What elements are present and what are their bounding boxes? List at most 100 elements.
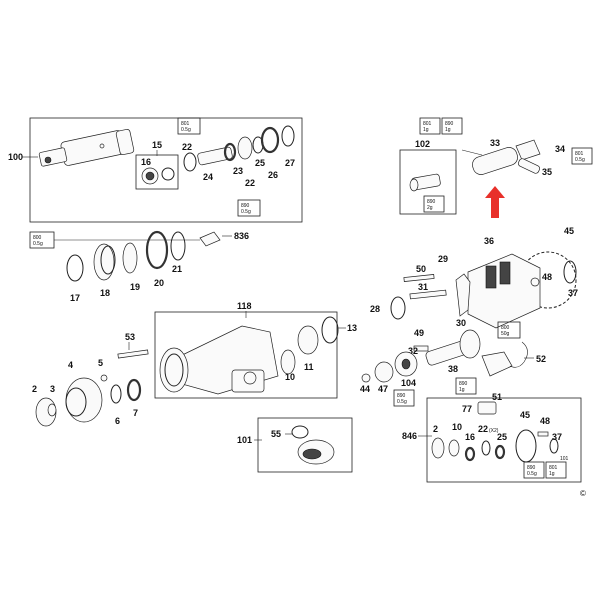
label-13: 13 <box>347 323 357 333</box>
label-33: 33 <box>490 138 500 148</box>
svg-text:2g: 2g <box>427 205 433 211</box>
label-45a: 45 <box>564 226 574 236</box>
clip-836 <box>199 231 221 247</box>
gear-51-drive <box>459 329 481 359</box>
bracket-51 <box>481 351 513 377</box>
grease-tag-890-lower: 890 0.5g <box>393 389 415 407</box>
gear-train-group: 49 32 44 47 104 38 51 52 890 1g 890 0.5g <box>360 328 546 407</box>
washer-44 <box>361 373 371 383</box>
label-11: 11 <box>304 362 314 372</box>
label-2a: 2 <box>32 384 37 394</box>
label-29: 29 <box>438 254 448 264</box>
kit-846-box <box>426 397 582 483</box>
svg-text:801: 801 <box>423 121 432 127</box>
assembly-102-group: 102 890 2g 801 1g 890 1g 33 34 35 801 0.… <box>399 117 593 215</box>
svg-text:890: 890 <box>459 381 468 387</box>
label-37b: 37 <box>552 432 562 442</box>
label-16b: 16 <box>465 432 475 442</box>
label-22-qty: (X2) <box>489 428 499 434</box>
label-24: 24 <box>203 172 213 182</box>
svg-text:1g: 1g <box>423 127 429 133</box>
svg-text:1g: 1g <box>549 471 555 477</box>
label-44: 44 <box>360 384 370 394</box>
label-4: 4 <box>68 360 73 370</box>
screw-53 <box>117 349 149 359</box>
label-22b: 22 <box>245 178 255 188</box>
spindle-tube <box>38 129 135 167</box>
oring-55 <box>291 425 309 439</box>
grease-tag-801-kit: 801 1g <box>545 461 567 479</box>
label-102: 102 <box>415 139 430 149</box>
label-5: 5 <box>98 358 103 368</box>
gear-housing-group: 36 45 48 37 29 50 31 28 30 800 50g <box>370 226 578 339</box>
grease-tag-890-right: 890 1g <box>441 117 463 135</box>
label-48b: 48 <box>540 416 550 426</box>
label-53: 53 <box>125 332 135 342</box>
subbox-101 <box>257 417 353 473</box>
copyright-mark: © <box>580 489 586 498</box>
label-23: 23 <box>233 166 243 176</box>
svg-text:890: 890 <box>241 203 250 209</box>
piston-33 <box>472 147 518 175</box>
svg-text:890: 890 <box>397 393 406 399</box>
screw-31 <box>409 289 447 300</box>
svg-text:800: 800 <box>33 235 42 241</box>
svg-text:0.5g: 0.5g <box>241 209 251 215</box>
chuck-4 <box>65 377 103 423</box>
bearing-11 <box>297 325 319 355</box>
bearing-10a <box>280 349 296 375</box>
label-836: 836 <box>234 231 249 241</box>
housing-118-group: 118 13 10 11 <box>154 301 357 399</box>
label-49: 49 <box>414 328 424 338</box>
subbox-102 <box>399 149 457 215</box>
part-77: 77 <box>462 401 497 415</box>
assembly-100-box <box>29 117 303 223</box>
label-846: 846 <box>402 431 417 441</box>
label-10b: 10 <box>452 422 462 432</box>
label-22a: 22 <box>182 142 192 152</box>
svg-text:800: 800 <box>501 325 510 331</box>
indicator-arrow <box>485 186 505 218</box>
label-30: 30 <box>456 318 466 328</box>
label-7: 7 <box>133 408 138 418</box>
svg-text:890: 890 <box>427 199 436 205</box>
label-22c: 22 <box>478 424 488 434</box>
label-26: 26 <box>268 170 278 180</box>
svg-text:1g: 1g <box>459 387 465 393</box>
spring-52 <box>509 341 528 368</box>
label-38: 38 <box>448 364 458 374</box>
label-6: 6 <box>115 416 120 426</box>
spring-6 <box>110 384 122 404</box>
grease-tag-800-gear: 800 50g <box>497 321 521 339</box>
svg-text:0.5g: 0.5g <box>527 471 537 477</box>
grease-tag-801-far-right: 801 0.5g <box>571 147 593 165</box>
ring-7 <box>126 378 142 402</box>
label-50: 50 <box>416 264 426 274</box>
label-104: 104 <box>401 378 416 388</box>
label-34: 34 <box>555 144 565 154</box>
label-15: 15 <box>152 140 162 150</box>
label-32: 32 <box>408 346 418 356</box>
screw-50 <box>403 274 435 282</box>
svg-text:0.5g: 0.5g <box>575 157 585 163</box>
label-45b: 45 <box>520 410 530 420</box>
label-21: 21 <box>172 264 182 274</box>
grease-tag-801-top: 801 0.5g <box>177 117 201 135</box>
label-19: 19 <box>130 282 140 292</box>
label-3: 3 <box>50 384 55 394</box>
label-37a: 37 <box>568 288 578 298</box>
label-47: 47 <box>378 384 388 394</box>
oring-28 <box>390 296 406 320</box>
pin-49 <box>413 345 429 352</box>
label-48a: 48 <box>542 272 552 282</box>
grease-tag-800-left: 800 0.5g <box>29 231 55 249</box>
washer-3 <box>47 403 57 417</box>
assembly-100-group: 100 16 15 22 24 23 22 25 26 27 <box>8 117 303 223</box>
oring-13 <box>321 316 339 344</box>
label-2b: 2 <box>433 424 438 434</box>
label-51: 51 <box>492 392 502 402</box>
svg-text:801: 801 <box>181 121 190 127</box>
label-52: 52 <box>536 354 546 364</box>
grease-tag-890-gear: 890 1g <box>455 377 477 395</box>
